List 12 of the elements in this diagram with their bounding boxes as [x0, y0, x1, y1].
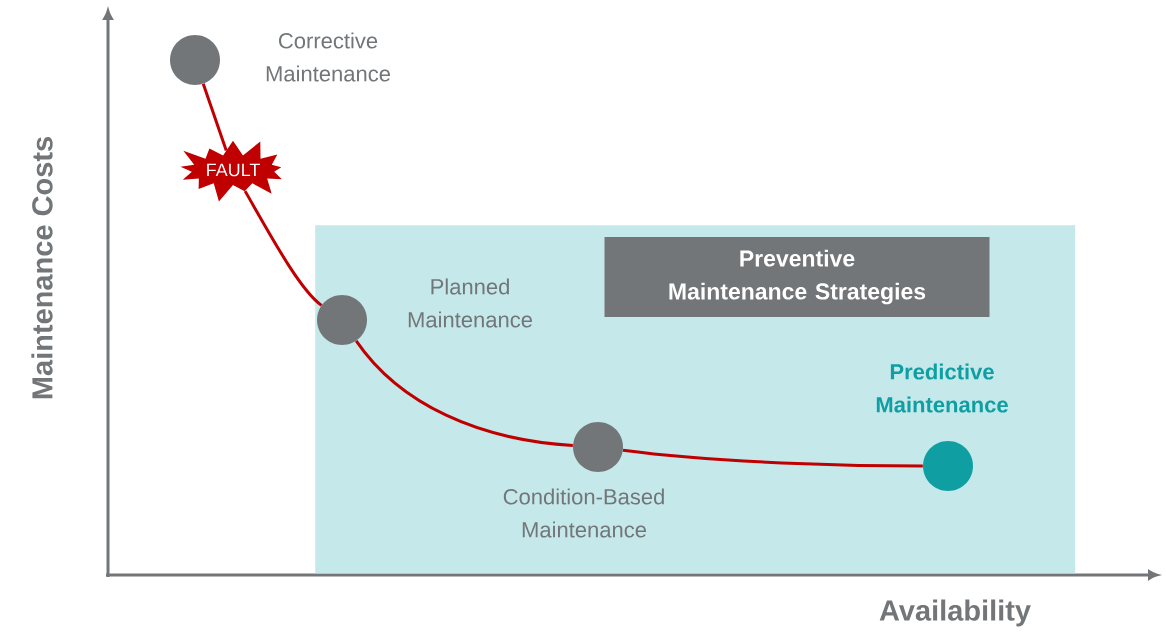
marker-label: Corrective Maintenance: [266, 32, 390, 82]
title-box: Preventive Maintenance Strategies: [604, 237, 990, 317]
starburst: FAULT: [180, 140, 282, 202]
marker-label: Condition-Based Maintenance: [503, 488, 664, 538]
axis-label: Availability: [879, 599, 1031, 627]
curve-line: [201, 83, 228, 151]
axis-label: Maintenance Costs: [31, 137, 53, 399]
marker-label: Predictive Maintenance: [876, 363, 1008, 413]
curve-line: [243, 190, 323, 307]
curve-line: [622, 448, 923, 468]
curve-line: [355, 339, 573, 447]
marker-label: Planned Maintenance: [408, 278, 532, 328]
